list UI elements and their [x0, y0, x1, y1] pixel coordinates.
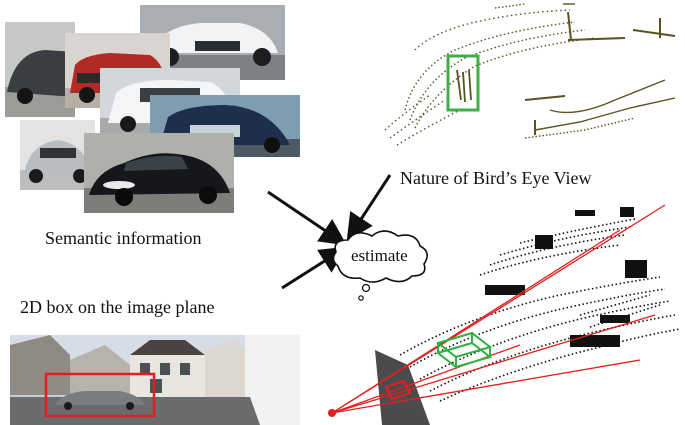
car-photo-collage	[0, 0, 300, 215]
3d-point-cloud	[320, 195, 685, 425]
3d-detection-box	[438, 333, 490, 367]
street-image	[10, 335, 300, 425]
camera-origin	[328, 409, 336, 417]
semantic-info-caption: Semantic information	[45, 228, 201, 249]
bev-point-cloud	[375, 0, 685, 160]
car-photo-black-tesla	[84, 133, 234, 213]
bev-caption: Nature of Bird’s Eye View	[400, 168, 592, 189]
box2d-caption: 2D box on the image plane	[20, 297, 214, 318]
